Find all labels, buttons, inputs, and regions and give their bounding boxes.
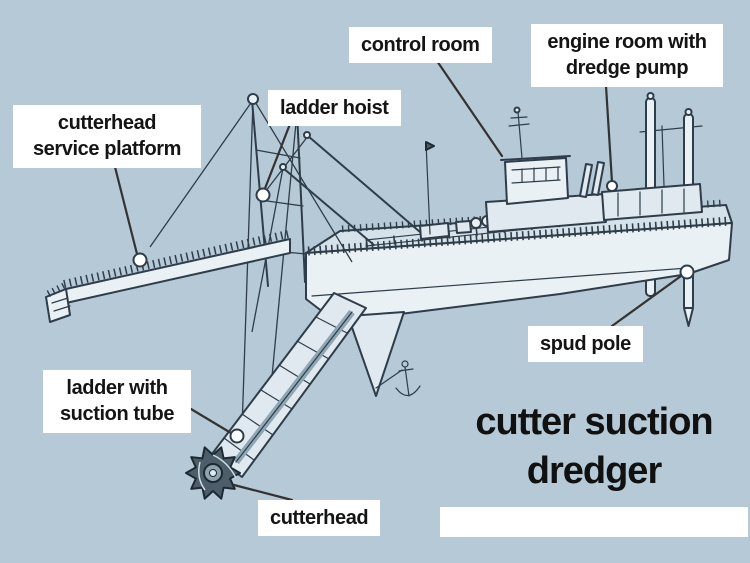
bulwark-railing bbox=[307, 216, 731, 256]
deck-mast bbox=[425, 141, 431, 235]
leader-ladder-suction bbox=[189, 407, 233, 435]
leader-cutterhead bbox=[232, 483, 294, 502]
marker-ladder-suction bbox=[229, 428, 245, 444]
leader-service-platform bbox=[113, 165, 139, 256]
label-service-platform: cutterhead service platform bbox=[13, 105, 201, 168]
leader-spud-pole bbox=[610, 274, 683, 328]
leader-ladder-hoist bbox=[262, 122, 292, 193]
label-markers bbox=[132, 180, 695, 444]
label-cutterhead: cutterhead bbox=[258, 500, 381, 537]
spud-pole-tip bbox=[683, 307, 694, 327]
label-ladder-hoist: ladder hoist bbox=[268, 90, 401, 127]
exhaust-pipe bbox=[579, 163, 593, 198]
label-control-room: control room bbox=[349, 27, 492, 64]
marker-ladder-hoist bbox=[255, 187, 271, 203]
cutterhead-illustration bbox=[185, 446, 241, 500]
anchor-boom bbox=[307, 135, 421, 233]
leader-control-room bbox=[435, 59, 504, 158]
label-engine-room: engine room with dredge pump bbox=[531, 24, 723, 87]
marker-engine-room bbox=[606, 180, 618, 192]
ladder-assembly bbox=[211, 292, 367, 478]
label-spud-pole: spud pole bbox=[528, 326, 643, 363]
superstructure bbox=[485, 106, 703, 233]
leader-engine-room bbox=[604, 84, 614, 184]
ladder-trunnion bbox=[347, 311, 421, 397]
label-ladder-suction: ladder with suction tube bbox=[43, 370, 191, 433]
hoist-sheave bbox=[247, 93, 259, 105]
marker-spud-pole bbox=[679, 264, 695, 280]
title-underline-bar bbox=[440, 507, 748, 537]
engine-casing bbox=[601, 183, 703, 221]
signal-mast bbox=[517, 111, 523, 159]
platform-railing bbox=[63, 230, 289, 288]
leader-lines bbox=[113, 59, 683, 502]
anchor-icon bbox=[395, 360, 421, 397]
service-platform-structure bbox=[44, 230, 291, 323]
marker-service-platform bbox=[132, 252, 148, 268]
diagram-title: cutter suction dredger bbox=[475, 401, 713, 492]
